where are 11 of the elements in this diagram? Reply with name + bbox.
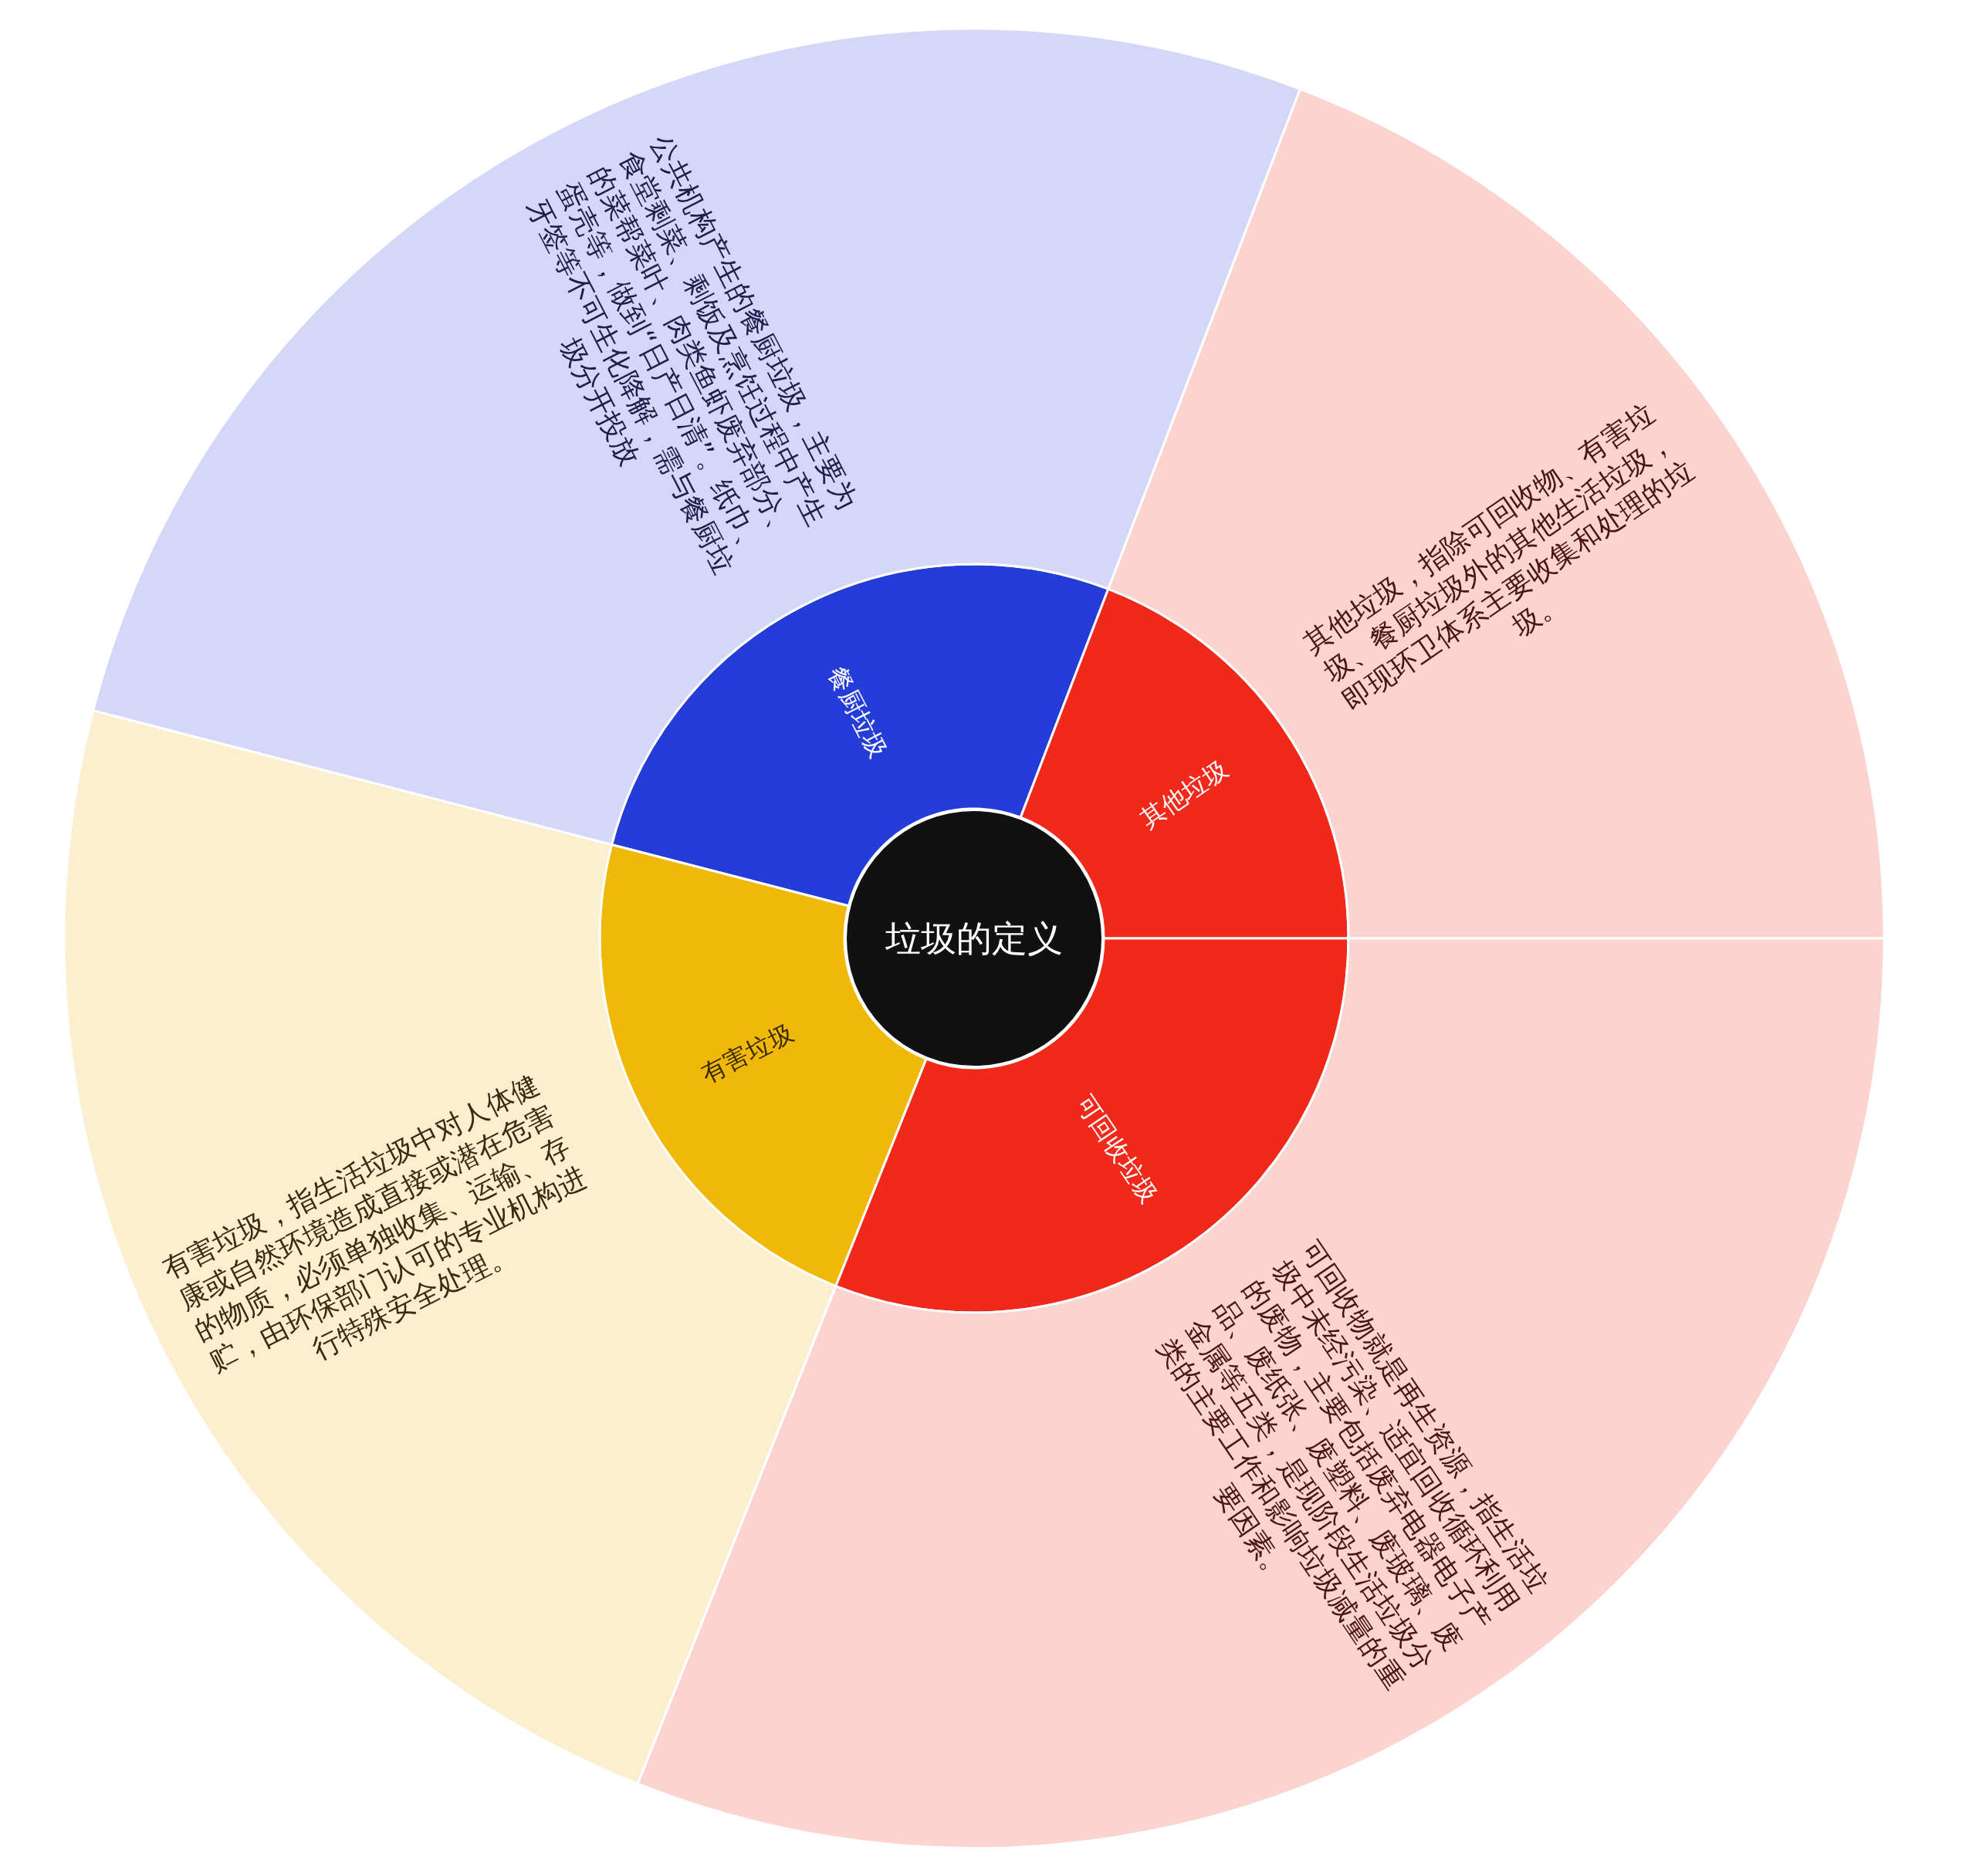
center-title: 垃圾的定义: [885, 916, 1063, 961]
category-label: 其他垃圾: [1134, 753, 1234, 836]
description-segment: [63, 708, 837, 1785]
category-label: 餐厨垃圾: [821, 661, 895, 765]
description-text: 可回收物就是再生资源，指生活垃圾中未经污染、适宜回收循环利用的废物，主要包括废弃电器电子产品、废纸张、废塑料、废玻璃、废金属等五类，是现阶段生活垃圾分类的主要工作和影响垃圾减量的重要因素。: [1149, 1234, 1555, 1697]
description-text: 其他垃圾，指除可回收物、有害垃圾、餐厨垃圾外的其他生活垃圾，即现环卫体系主要收集和处理的垃圾。: [1297, 396, 1700, 718]
description-segment: [1106, 87, 1886, 940]
category-label: 可回收垃圾: [1069, 1089, 1165, 1210]
description-text: 公共机构产生的餐厨垃圾，主要为食堂剩菜、剩饭及烹饪过程中产生的菜帮菜叶、肉类鱼虾废弃部分、蛋壳等，做到“日产日清”。纸巾、牙签等不可生化降解，需与餐厨垃圾分开投放: [520, 129, 865, 580]
category-label: 有害垃圾: [695, 1017, 799, 1091]
description-text: 有害垃圾，指生活垃圾中对人体健康或自然环境造成直接或潜在危害的物质，必须单独收集、运输、存贮，由环保部门认可的专业机构进行特殊安全处理。: [157, 1067, 592, 1380]
